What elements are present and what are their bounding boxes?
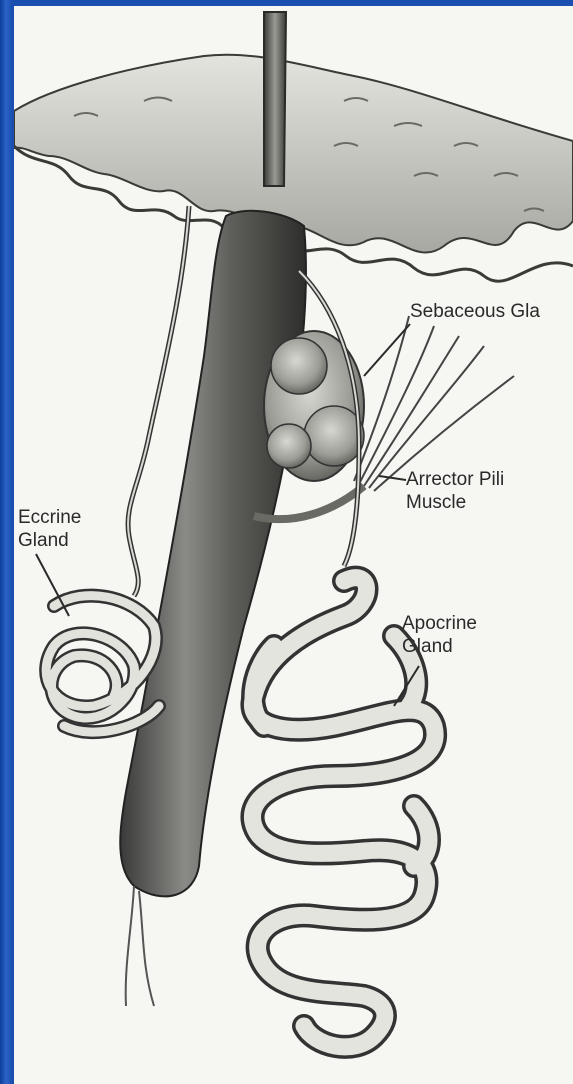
label-arrector-line-2: Muscle: [406, 491, 504, 514]
arrector-leader: [379, 476, 406, 480]
skin-appendages-illustration: [14, 6, 573, 1084]
label-eccrine-line-2: Gland: [18, 529, 81, 552]
sebaceous-leader: [364, 324, 410, 376]
label-eccrine-line-1: Eccrine: [18, 506, 81, 529]
label-apocrine-line-1: Apocrine: [402, 612, 477, 635]
label-sebaceous-gland: Sebaceous Gla: [410, 300, 540, 323]
diagram-paper: Sebaceous Gla Arrector Pili Muscle Eccri…: [14, 6, 573, 1084]
label-sebaceous-line-1: Sebaceous Gla: [410, 300, 540, 323]
label-apocrine-line-2: Gland: [402, 635, 477, 658]
label-arrector-pili-muscle: Arrector Pili Muscle: [406, 468, 504, 514]
label-apocrine-gland: Apocrine Gland: [402, 612, 477, 658]
hair-shaft: [264, 12, 286, 186]
eccrine-gland-coil: [46, 596, 159, 732]
label-eccrine-gland: Eccrine Gland: [18, 506, 81, 552]
hair-root: [126, 886, 154, 1006]
sebaceous-gland: [264, 331, 364, 481]
label-arrector-line-1: Arrector Pili: [406, 468, 504, 491]
